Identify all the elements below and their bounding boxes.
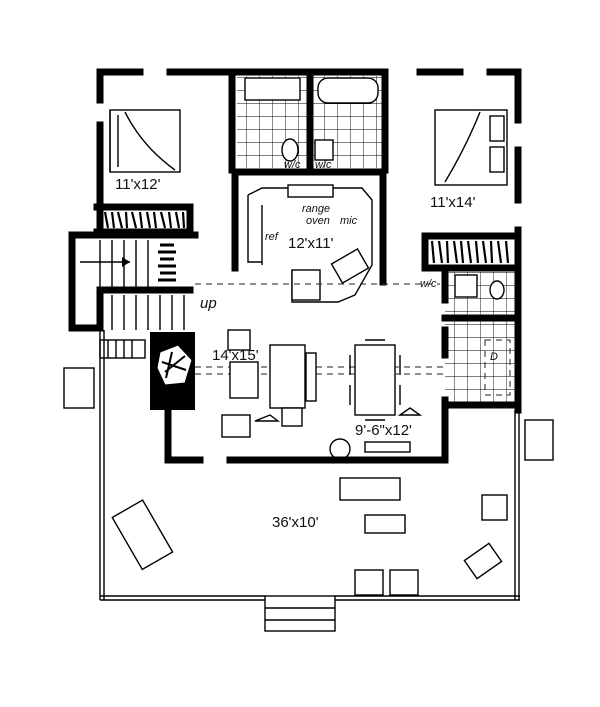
wc-label-1: w/c [284, 159, 301, 171]
arrow-icon [122, 257, 130, 267]
stairs: up [68, 231, 217, 332]
room-label-bedroom-left: 11'x12' [115, 176, 161, 193]
room-label-porch: 36'x10' [272, 514, 319, 531]
dining-furniture [329, 339, 423, 460]
ref-label: ref [265, 231, 279, 243]
room-label-kitchen: 12'x11' [288, 235, 334, 252]
mic-label: mic [340, 215, 358, 227]
dryer-label: D [490, 351, 498, 363]
bed-right [434, 109, 508, 186]
fireplace [150, 332, 195, 410]
range-label: range [302, 203, 330, 215]
room-label-living: 14'x15' [212, 347, 259, 364]
wc-label-2: w/c [315, 159, 332, 171]
stair-up-label: up [200, 295, 217, 312]
closet-rods [103, 211, 510, 264]
room-label-dining: 9'-6"x12' [355, 422, 412, 439]
living-furniture [221, 329, 317, 438]
interior-walls [93, 68, 522, 359]
exterior-walls [96, 68, 522, 464]
kitchen-counters: ref range oven mic [247, 184, 373, 303]
bed-left [109, 109, 181, 173]
firewood [99, 339, 146, 359]
porch [63, 330, 554, 632]
oven-label: oven [306, 215, 330, 227]
beam-line [195, 283, 445, 375]
room-label-bedroom-right: 11'x14' [430, 194, 476, 211]
